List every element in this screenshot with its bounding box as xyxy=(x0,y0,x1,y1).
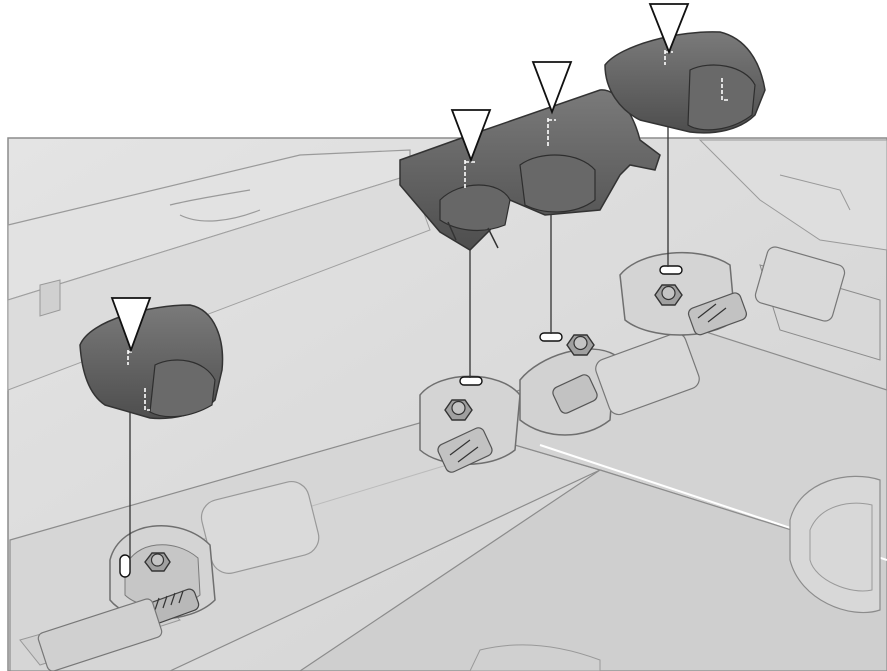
hex-nut-icon xyxy=(144,552,171,572)
clip-release-triangle-icon xyxy=(110,297,152,353)
hinge-cover-icon xyxy=(79,304,224,420)
clip-release-triangle-icon xyxy=(648,3,690,55)
hinge-cover-icon xyxy=(399,89,661,251)
hex-nut-icon xyxy=(566,334,595,356)
hex-nut-icon xyxy=(444,399,473,421)
hinge-assembly-center xyxy=(419,332,700,473)
hex-nut-icon xyxy=(654,284,683,306)
hinge-assembly-left xyxy=(37,524,216,671)
clip-release-triangle-icon xyxy=(450,109,492,163)
clip-release-triangle-icon xyxy=(531,61,573,115)
hinge-assembly-right xyxy=(619,246,846,336)
hinge-cover-icon xyxy=(604,31,766,134)
